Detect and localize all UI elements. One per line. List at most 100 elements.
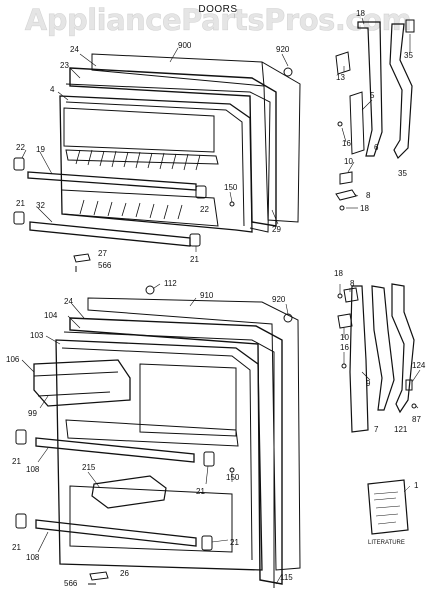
callout-24-lower: 24 [64,297,73,306]
lower-hinge-screw-18[interactable] [337,293,343,299]
callout-18-upper: 18 [356,9,365,18]
callout-26: 26 [120,569,129,578]
upper-hinge-assembly [335,17,415,211]
callout-108-a: 108 [26,465,40,474]
lower-hinge-bracket-9[interactable] [349,285,369,433]
upper-hinge-spacer-10[interactable] [339,171,353,185]
callout-1: 1 [414,481,419,490]
callout-23: 23 [60,61,69,70]
callout-16-lower: 16 [340,343,349,352]
lower-bar-end-cap-21a[interactable] [15,429,27,445]
callout-150-upper: 150 [224,183,238,192]
lower-hinge-bracket-121[interactable] [391,283,415,414]
callout-8-upper: 8 [366,191,371,200]
callout-910: 910 [200,291,214,300]
watermark: AppliancePartsPros.com [24,3,412,38]
upper-bar-end-cap-22a[interactable] [13,157,25,171]
lower-hinge-spacer-10[interactable] [337,313,353,329]
upper-hinge-screw-18[interactable] [339,205,345,211]
upper-hinge-pin-block-13[interactable] [335,51,351,75]
callout-35-bottom: 35 [398,169,407,178]
upper-plug-27[interactable] [73,253,91,263]
callout-9: 9 [366,379,371,388]
callout-8-lower: 8 [350,279,355,288]
callout-106: 106 [6,355,20,364]
callout-150-lower: 150 [226,473,240,482]
lower-hinge-block-8[interactable] [343,287,359,303]
callout-920-upper: 920 [276,45,290,54]
callout-35-top: 35 [404,51,413,60]
lower-bar-end-cap-21b[interactable] [203,451,215,467]
lower-plug-26[interactable] [89,571,109,581]
lower-door-assembly [15,283,301,588]
callout-566-upper: 566 [98,261,112,270]
callout-21-lower-c: 21 [230,538,239,547]
callout-5: 5 [370,91,375,100]
callout-6: 6 [374,143,379,152]
lower-screw-150[interactable] [229,467,235,473]
callout-21-lower-a: 21 [12,457,21,466]
callout-22-right: 22 [200,205,209,214]
upper-hinge-bracket-35[interactable] [389,23,413,160]
callout-121: 121 [394,425,408,434]
literature-booklet[interactable] [367,479,409,535]
callout-900: 900 [178,41,192,50]
callout-10-lower: 10 [340,333,349,342]
upper-shelf-grille [75,149,201,220]
callout-16-upper: 16 [342,139,351,148]
lower-shelf-bar-108a[interactable] [35,437,195,463]
upper-hinge-5[interactable] [349,91,365,155]
callout-112: 112 [164,279,177,288]
upper-hinge-shim-8[interactable] [335,189,357,201]
lower-hinge-screw-87[interactable] [411,403,417,409]
upper-hinge-bracket-6[interactable] [357,21,383,157]
upper-plug-920[interactable] [283,67,293,77]
lower-hinge-screw-16[interactable] [341,363,347,369]
callout-87: 87 [412,415,421,424]
callout-18-lower: 18 [334,269,343,278]
upper-door-liner[interactable] [59,95,253,233]
lower-bar-end-cap-21d[interactable] [201,535,213,551]
callout-24-upper: 24 [70,45,79,54]
diagram-title: DOORS [198,4,238,15]
callout-21-lower-d: 21 [12,543,21,552]
callout-920-lower: 920 [272,295,286,304]
lower-hinge-bracket-7[interactable] [371,285,395,411]
callout-19: 19 [36,145,45,154]
lower-gasket[interactable] [69,317,283,585]
callout-18-upper-bottom: 18 [360,204,369,213]
lower-egg-tray-215[interactable] [91,475,167,509]
upper-bar-end-cap-22b[interactable] [195,185,207,199]
lower-plug-112[interactable] [145,285,155,295]
callout-104: 104 [44,311,58,320]
upper-gasket[interactable] [69,67,277,227]
lower-hinge-cap-124[interactable] [405,379,413,391]
upper-bar-end-cap-21b[interactable] [189,233,201,247]
callout-22-left: 22 [16,143,25,152]
callout-32: 32 [36,201,45,210]
lower-dairy-door-106[interactable] [33,359,131,407]
upper-shelf-bar-32[interactable] [29,221,191,247]
callout-4: 4 [50,85,55,94]
literature-label: LITERATURE [368,540,405,546]
lower-shelf-bar-108b[interactable] [35,519,197,547]
callout-99: 99 [28,409,37,418]
upper-screw-150[interactable] [229,201,235,207]
lower-door-liner[interactable] [55,339,263,571]
lower-hinge-assembly [337,283,421,535]
lower-outer-door-panel[interactable] [87,297,301,571]
upper-bar-end-cap-21[interactable] [13,211,25,225]
upper-outer-door-panel[interactable] [91,53,301,223]
callout-566-lower: 566 [64,579,78,588]
upper-door-assembly [13,47,301,272]
callout-108-b: 108 [26,553,40,562]
callout-7: 7 [374,425,379,434]
upper-shelf-bar-19[interactable] [27,171,197,191]
callout-13: 13 [336,73,345,82]
callout-21-lower-b: 21 [196,487,205,496]
callout-labels: 24 900 920 23 4 22 19 150 22 21 32 29 27… [6,9,426,588]
upper-hinge-screw-16[interactable] [337,121,343,127]
upper-hinge-cap-35[interactable] [405,19,415,33]
lower-bar-end-cap-21c[interactable] [15,513,27,529]
